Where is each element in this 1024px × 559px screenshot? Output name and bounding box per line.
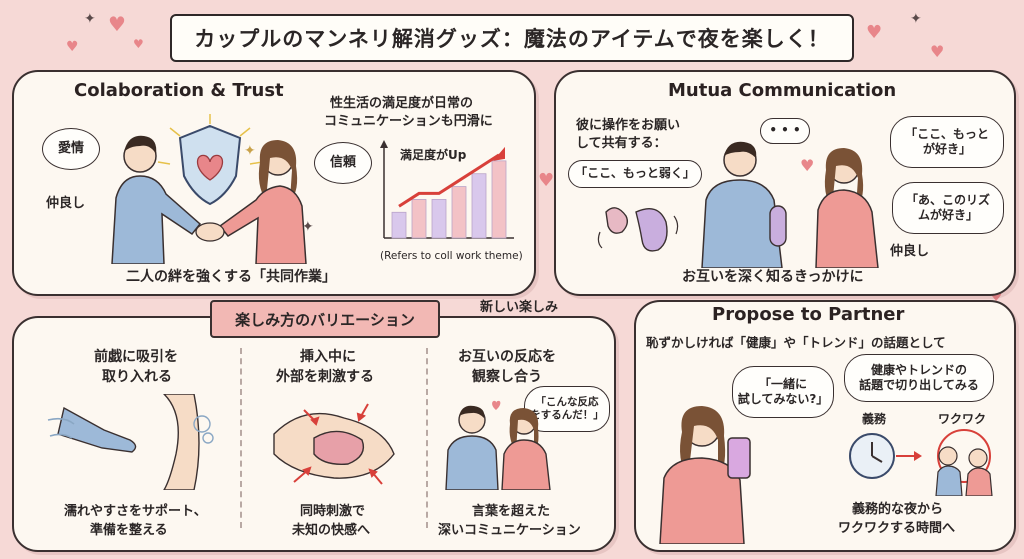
quote-weaker-bubble: 「ここ、もっと弱く」 bbox=[568, 160, 702, 188]
quote-more-bubble: 「ここ、もっとが好き」 bbox=[890, 116, 1004, 168]
trust-bubble: 信頼 bbox=[314, 142, 372, 184]
love-bubble: 愛情 bbox=[42, 128, 100, 170]
quote-rhythm-text: 「あ、このリズムが好き」 bbox=[905, 193, 990, 222]
propose-footer-line2: ワクワクする時間へ bbox=[838, 521, 956, 536]
propose-panel: Propose to Partner 恥ずかしければ「健康」や「トレンド」の話題… bbox=[634, 300, 1016, 552]
chart-bar bbox=[431, 199, 447, 239]
collaboration-footer: 二人の絆を強くする「共同作業」 bbox=[126, 269, 336, 285]
try-together-text: 「一緒に試してみない?」 bbox=[737, 377, 829, 406]
col1-heading-line1: 前戯に吸引を bbox=[94, 349, 178, 365]
trust-label: 信頼 bbox=[329, 154, 356, 170]
heart-icon: ♥ bbox=[66, 39, 79, 55]
heart-icon: ♥ bbox=[800, 156, 815, 175]
variations-ribbon: 楽しみ方のバリエーション bbox=[210, 300, 440, 338]
col1-footer-line1: 濡れやすさをサポート、 bbox=[64, 504, 207, 519]
intro-line1: 彼に操作をお願い bbox=[576, 118, 681, 133]
intro-line2: して共有する： bbox=[576, 136, 667, 151]
chart-bar bbox=[391, 211, 407, 239]
col2-illustration bbox=[273, 403, 395, 485]
chart-bar bbox=[491, 160, 507, 239]
col3-couple-illustration bbox=[445, 400, 551, 490]
column-divider bbox=[240, 348, 242, 528]
chart-label: 満足度がUp bbox=[400, 148, 467, 162]
chart-bar bbox=[411, 199, 427, 239]
variations-panel: 前戯に吸引を 取り入れる 濡れやすさをサポート、 準備を整える 挿入中に 外部を… bbox=[12, 316, 616, 552]
col2-heading-line1: 挿入中に bbox=[300, 349, 356, 365]
col3-reaction-text: 「こんな反応をするんだ！」 bbox=[530, 395, 604, 421]
new-fun-tag: 新しい楽しみ bbox=[480, 300, 559, 315]
quote-weaker-text: 「ここ、もっと弱く」 bbox=[575, 166, 695, 181]
sparkle-icon: ✦ bbox=[244, 143, 256, 159]
quote-more-text: 「ここ、もっとが好き」 bbox=[905, 127, 989, 156]
col2-footer-line2: 未知の快感へ bbox=[292, 523, 371, 538]
chart-caption-line2: コミュニケーションも円滑に bbox=[324, 114, 493, 129]
chart-trend-arrowhead bbox=[493, 146, 505, 161]
col1-illustration bbox=[47, 394, 214, 490]
woman-phone-illustration bbox=[659, 406, 751, 544]
heart-icon: ♥ bbox=[930, 42, 945, 61]
communication-footer: お互いを深く知るきっかけに bbox=[682, 269, 864, 285]
chart-bar bbox=[451, 186, 467, 239]
collaboration-panel: Colaboration & Trust 愛情 仲良し 信頼 ✦ ✦ 性生活の満… bbox=[12, 70, 536, 296]
close-label: 仲良し bbox=[46, 196, 86, 211]
quote-rhythm-bubble: 「あ、このリズムが好き」 bbox=[892, 182, 1004, 234]
device-illustration bbox=[597, 207, 679, 252]
chart-bar bbox=[471, 173, 487, 239]
topic-note-text: 健康やトレンドの話題で切り出してみる bbox=[859, 363, 979, 392]
chart-trend-line bbox=[398, 153, 500, 208]
propose-footer-line1: 義務的な夜から bbox=[852, 502, 944, 517]
col3-heading-line1: お互いの反応を bbox=[458, 349, 556, 365]
dots-bubble: • • • bbox=[760, 118, 810, 144]
propose-heading: Propose to Partner bbox=[712, 304, 905, 325]
column-divider bbox=[426, 348, 428, 528]
heart-icon: ♥ bbox=[108, 12, 126, 36]
page-title: カップルのマンネリ解消グッズ：魔法のアイテムで夜を楽しく！ bbox=[170, 14, 854, 62]
try-together-bubble: 「一緒に試してみない?」 bbox=[732, 366, 834, 418]
sparkle-icon: ✦ bbox=[910, 11, 922, 27]
chart-caption-line1: 性生活の満足度が日常の bbox=[330, 96, 474, 111]
duty-label: 義務 bbox=[862, 412, 887, 426]
collaboration-heading: Colaboration & Trust bbox=[74, 80, 284, 101]
col3-footer-line2: 深いコミュニケーション bbox=[438, 523, 581, 538]
satisfaction-chart bbox=[380, 140, 514, 239]
sparkle-icon: ✦ bbox=[84, 11, 96, 27]
heart-icon: ♥ bbox=[538, 170, 555, 191]
col2-footer-line1: 同時刺激で bbox=[300, 504, 366, 519]
dots-text: • • • bbox=[769, 123, 801, 138]
communication-heading: Mutua Communication bbox=[668, 80, 897, 101]
communication-panel: Mutua Communication 彼に操作をお願い して共有する： 「ここ… bbox=[554, 70, 1016, 296]
col3-reaction-bubble: 「こんな反応をするんだ！」 bbox=[524, 386, 610, 432]
propose-subtitle: 恥ずかしければ「健康」や「トレンド」の話題として bbox=[646, 335, 946, 350]
page-title-text: カップルのマンネリ解消グッズ：魔法のアイテムで夜を楽しく！ bbox=[194, 27, 830, 51]
love-label: 愛情 bbox=[57, 140, 84, 156]
couple-shield-illustration bbox=[111, 114, 307, 264]
col3-heading-line2: 観察し合う bbox=[472, 369, 542, 385]
clock-couple-illustration bbox=[849, 429, 993, 496]
col3-footer-line1: 言葉を超えた bbox=[472, 504, 551, 519]
chart-note: (Refers to coll work theme) bbox=[380, 250, 523, 262]
col1-heading-line2: 取り入れる bbox=[102, 369, 172, 385]
communication-couple-illustration bbox=[701, 141, 879, 268]
close-label-2: 仲良し bbox=[890, 244, 930, 259]
excite-label: ワクワク bbox=[938, 412, 987, 426]
chart-y-arrow bbox=[380, 140, 388, 148]
heart-icon: ♥ bbox=[133, 37, 144, 51]
variations-ribbon-text: 楽しみ方のバリエーション bbox=[235, 310, 415, 329]
sparkle-icon: ✦ bbox=[302, 219, 314, 235]
col2-heading-line2: 外部を刺激する bbox=[276, 369, 374, 385]
col1-footer-line2: 準備を整える bbox=[90, 523, 168, 538]
topic-note-bubble: 健康やトレンドの話題で切り出してみる bbox=[844, 354, 994, 402]
heart-icon: ♥ bbox=[866, 22, 883, 43]
